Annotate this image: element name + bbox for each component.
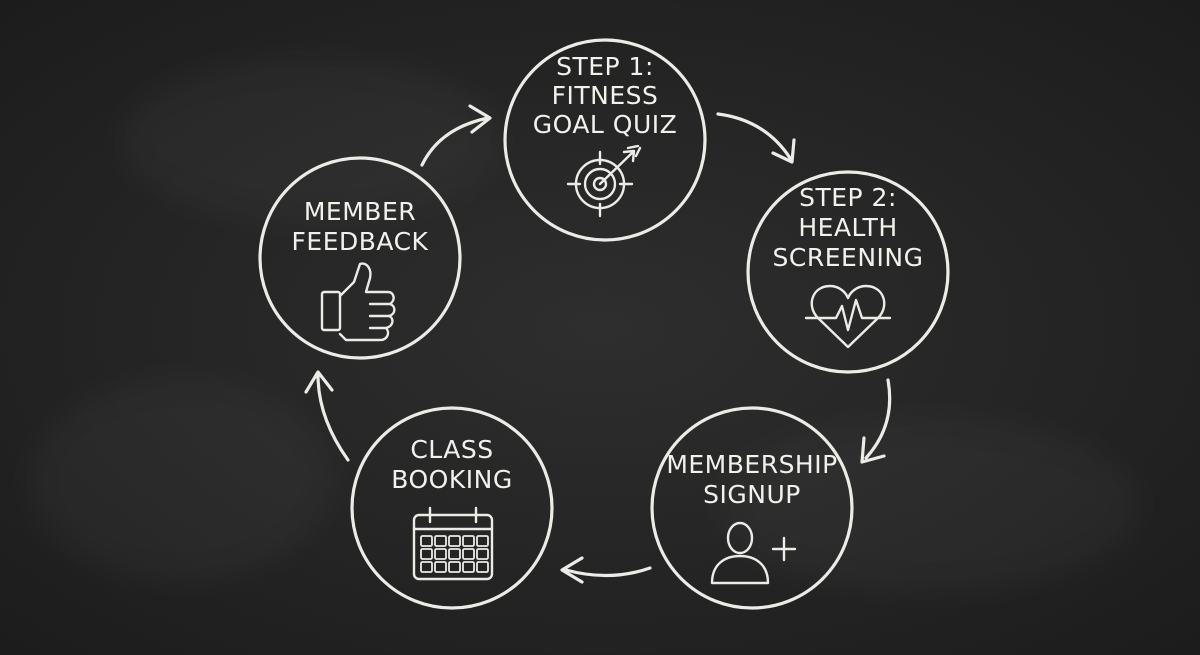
calendar-day-cell xyxy=(476,561,489,573)
node-label-step2-line3: SCREENING xyxy=(773,243,924,272)
calendar-day-cell xyxy=(420,548,433,560)
node-label-step2-line1: STEP 2: xyxy=(799,183,897,212)
calendar-day-cell xyxy=(434,535,447,547)
calendar-day-cell xyxy=(448,535,461,547)
node-label-membership-line2: SIGNUP xyxy=(703,480,801,509)
node-label-feedback-line1: MEMBER xyxy=(304,197,416,226)
calendar-day-cell xyxy=(420,535,433,547)
node-label-class-line2: BOOKING xyxy=(391,465,512,494)
calendar-icon xyxy=(412,506,494,581)
add-user-icon xyxy=(710,521,797,585)
calendar-day-cell xyxy=(448,561,461,573)
calendar-day-cell xyxy=(462,561,475,573)
calendar-day-cell xyxy=(476,548,489,560)
calendar-day-cell xyxy=(448,548,461,560)
calendar-day-cell xyxy=(462,535,475,547)
calendar-day-cell xyxy=(462,548,475,560)
calendar-grid xyxy=(420,535,489,573)
node-circle-membership xyxy=(650,406,854,610)
node-label-membership-line1: MEMBERSHIP xyxy=(666,450,837,479)
calendar-day-cell xyxy=(434,561,447,573)
node-label-feedback-line2: FEEDBACK xyxy=(292,227,429,256)
arrow-membership-to-class xyxy=(560,556,652,584)
node-circle-step1 xyxy=(503,38,707,242)
target-icon xyxy=(566,144,642,218)
node-label-class-line1: CLASS xyxy=(410,435,493,464)
node-circle-feedback xyxy=(258,156,462,360)
node-circle-class xyxy=(350,406,554,610)
arrow-step1-to-step2 xyxy=(716,112,796,164)
node-circle-step2 xyxy=(746,170,950,374)
node-label-step2-line2: HEALTH xyxy=(798,213,897,242)
arrow-class-to-feedback xyxy=(304,370,350,462)
node-label-step1-line2: FITNESS xyxy=(552,81,659,110)
node-label-step1-line1: STEP 1: xyxy=(556,52,654,81)
arrow-step2-to-membership xyxy=(860,378,892,464)
calendar-day-cell xyxy=(476,535,489,547)
arrow-feedback-to-step1 xyxy=(420,104,492,167)
heart-pulse-icon xyxy=(804,284,892,349)
calendar-day-cell xyxy=(434,548,447,560)
node-label-step1-line3: GOAL QUIZ xyxy=(533,110,678,139)
thumbs-up-icon xyxy=(320,262,396,342)
calendar-day-cell xyxy=(420,561,433,573)
